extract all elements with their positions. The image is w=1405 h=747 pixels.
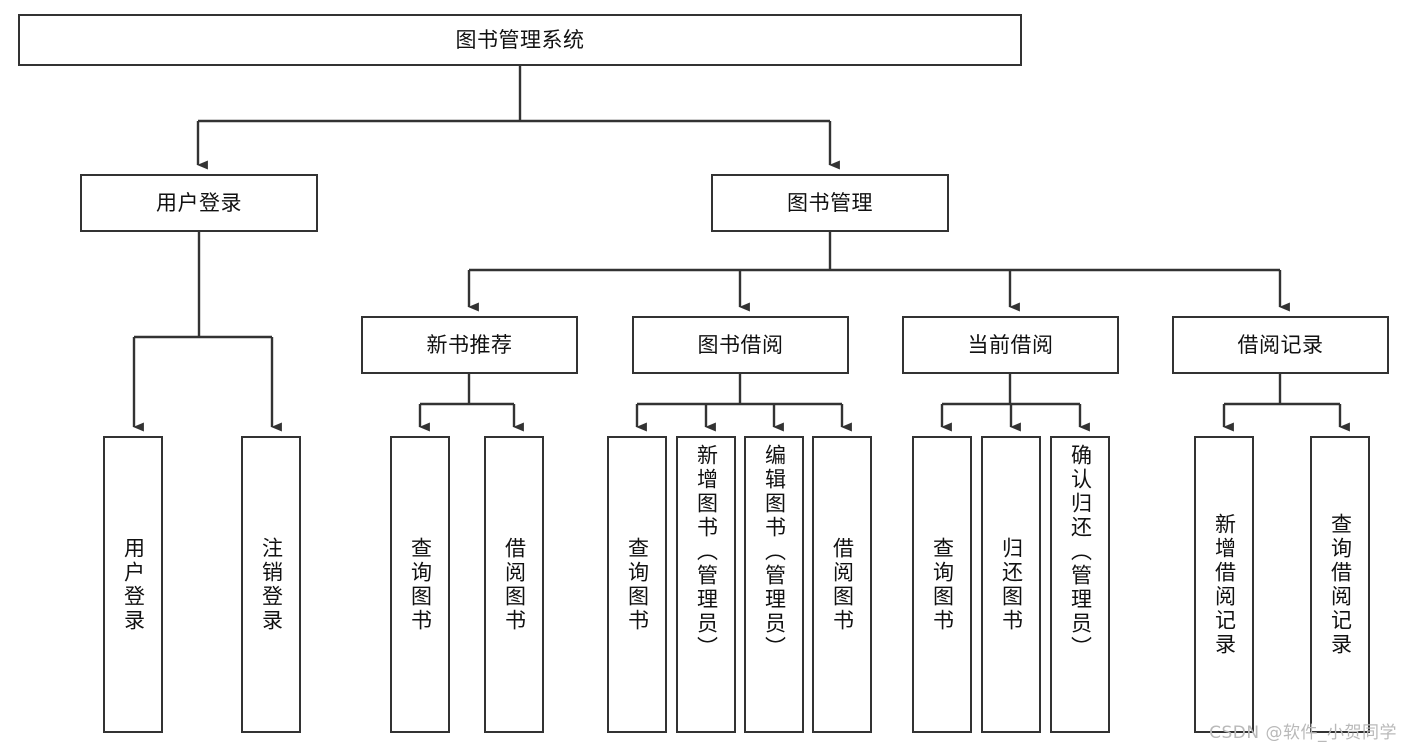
node-root[interactable]: 图书管理系统 [18,14,1022,66]
leaf-user-logout-label: 注销登录 [259,536,284,633]
leaf-newbook-borrow-book[interactable]: 借阅图书 [484,436,544,733]
node-root-label: 图书管理系统 [455,27,585,52]
leaf-borrow-add-book-admin[interactable]: 新增图书（管理员） [676,436,736,733]
leaf-borrow-lend-book-label: 借阅图书 [830,536,855,633]
leaf-newbook-borrow-book-label: 借阅图书 [502,536,527,633]
leaf-current-return-book[interactable]: 归还图书 [981,436,1041,733]
leaf-borrow-edit-book-admin-label: 编辑图书（管理员） [762,444,787,660]
leaf-current-query-book[interactable]: 查询图书 [912,436,972,733]
leaf-user-login-label: 用户登录 [121,536,146,633]
leaf-records-add-record[interactable]: 新增借阅记录 [1194,436,1254,733]
node-book-borrow-label: 图书借阅 [697,332,784,357]
leaf-records-query-record[interactable]: 查询借阅记录 [1310,436,1370,733]
node-borrow-records-label: 借阅记录 [1237,332,1324,357]
node-borrow-records[interactable]: 借阅记录 [1172,316,1389,374]
leaf-borrow-query-book-label: 查询图书 [625,536,650,633]
leaf-borrow-edit-book-admin[interactable]: 编辑图书（管理员） [744,436,804,733]
leaf-current-confirm-return-admin[interactable]: 确认归还（管理员） [1050,436,1110,733]
leaf-newbook-query-book-label: 查询图书 [408,536,433,633]
leaf-user-logout[interactable]: 注销登录 [241,436,301,733]
leaf-borrow-add-book-admin-label: 新增图书（管理员） [694,444,719,660]
node-book-borrow[interactable]: 图书借阅 [632,316,849,374]
node-current-borrow[interactable]: 当前借阅 [902,316,1119,374]
leaf-current-confirm-return-admin-label: 确认归还（管理员） [1068,444,1093,660]
node-current-borrow-label: 当前借阅 [967,332,1054,357]
node-user-login-label: 用户登录 [156,190,242,215]
leaf-current-query-book-label: 查询图书 [930,536,955,633]
node-user-login[interactable]: 用户登录 [80,174,318,232]
node-new-book-recommend-label: 新书推荐 [426,332,513,357]
leaf-borrow-lend-book[interactable]: 借阅图书 [812,436,872,733]
watermark-text: CSDN @软件_小贺同学 [1209,723,1397,743]
leaf-records-add-record-label: 新增借阅记录 [1212,512,1237,657]
leaf-borrow-query-book[interactable]: 查询图书 [607,436,667,733]
node-book-management[interactable]: 图书管理 [711,174,949,232]
leaf-user-login[interactable]: 用户登录 [103,436,163,733]
node-new-book-recommend[interactable]: 新书推荐 [361,316,578,374]
leaf-newbook-query-book[interactable]: 查询图书 [390,436,450,733]
leaf-current-return-book-label: 归还图书 [999,536,1024,633]
leaf-records-query-record-label: 查询借阅记录 [1328,512,1353,657]
node-book-management-label: 图书管理 [787,190,873,215]
